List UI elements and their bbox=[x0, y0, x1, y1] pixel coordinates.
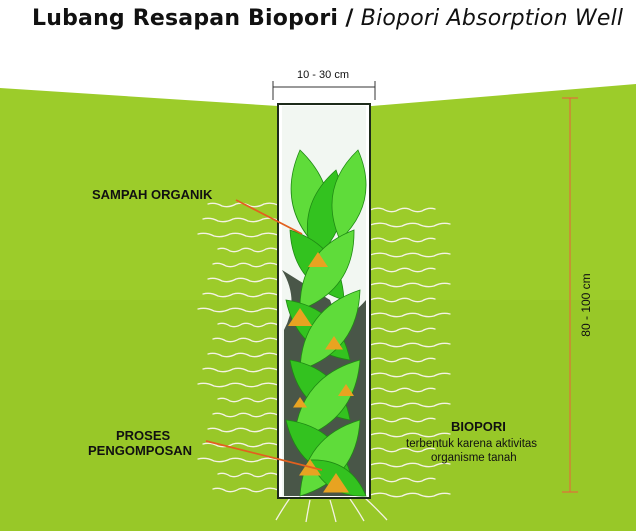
pore-line bbox=[369, 372, 451, 378]
pore-line bbox=[207, 352, 279, 358]
pore-line bbox=[369, 432, 451, 438]
pore-line bbox=[202, 292, 279, 298]
pore-line bbox=[202, 442, 279, 448]
root-line bbox=[329, 499, 337, 523]
title-separator: / bbox=[345, 6, 354, 31]
pore-line bbox=[207, 277, 279, 283]
pore-line bbox=[369, 402, 451, 408]
pore-line bbox=[217, 472, 279, 478]
pore-line bbox=[217, 247, 279, 253]
title-translation: Biopori Absorption Well bbox=[360, 6, 624, 31]
label-composting-2: PENGOMPOSAN bbox=[88, 443, 192, 458]
compost-bit bbox=[323, 473, 349, 493]
diagram-title: Lubang Resapan Biopori / Biopori Absorpt… bbox=[32, 6, 623, 31]
pore-line bbox=[369, 387, 436, 393]
pore-line bbox=[217, 397, 279, 403]
label-biopori-desc-2: organisme tanah bbox=[431, 452, 517, 464]
root-line bbox=[305, 499, 311, 523]
compost-bit bbox=[325, 336, 343, 350]
label-biopori-desc-1: terbentuk karena aktivitas bbox=[406, 438, 537, 450]
root-line bbox=[275, 497, 291, 521]
pore-line bbox=[369, 222, 451, 228]
pore-line bbox=[369, 312, 451, 318]
pore-line bbox=[369, 342, 451, 348]
pore-line bbox=[217, 322, 279, 328]
organic-waste-fill bbox=[282, 149, 367, 497]
width-dimension: 10 - 30 cm bbox=[272, 69, 376, 100]
compost-bit bbox=[308, 252, 328, 267]
pore-line bbox=[369, 357, 436, 363]
label-composting-1: PROSES bbox=[116, 428, 171, 443]
pore-line bbox=[369, 477, 436, 483]
depth-dimension: 80 - 100 cm bbox=[562, 97, 593, 493]
pore-line bbox=[197, 382, 279, 388]
pore-line bbox=[369, 417, 436, 423]
pore-line bbox=[212, 412, 279, 418]
soil-pores bbox=[197, 202, 451, 523]
pore-line bbox=[207, 427, 279, 433]
organic-pointer bbox=[235, 199, 303, 235]
pore-line bbox=[369, 207, 436, 213]
pore-line bbox=[212, 262, 279, 268]
pore-line bbox=[369, 282, 451, 288]
pore-line bbox=[202, 217, 279, 223]
compost-bits bbox=[288, 252, 354, 493]
root-line bbox=[349, 498, 365, 522]
pore-line bbox=[369, 252, 451, 258]
pore-line bbox=[369, 492, 451, 498]
root-line bbox=[364, 497, 388, 521]
pore-line bbox=[197, 232, 279, 238]
compost-bit bbox=[288, 308, 312, 326]
composting-pointer bbox=[205, 440, 323, 471]
compost-bit bbox=[338, 384, 354, 396]
title-main: Lubang Resapan Biopori bbox=[32, 6, 339, 31]
leaf bbox=[299, 419, 361, 497]
pore-line bbox=[202, 367, 279, 373]
label-organic-waste: SAMPAH ORGANIK bbox=[92, 187, 213, 202]
pore-line bbox=[212, 337, 279, 343]
pore-line bbox=[369, 327, 436, 333]
depth-label: 80 - 100 cm bbox=[579, 273, 593, 336]
pore-line bbox=[369, 237, 436, 243]
label-biopori-title: BIOPORI bbox=[451, 419, 506, 434]
pore-line bbox=[369, 297, 436, 303]
compost-bit bbox=[293, 397, 307, 408]
pore-line bbox=[369, 267, 436, 273]
width-label: 10 - 30 cm bbox=[297, 69, 349, 81]
pore-line bbox=[369, 462, 451, 468]
pore-line bbox=[369, 447, 436, 453]
pore-line bbox=[197, 307, 279, 313]
pore-line bbox=[212, 487, 279, 493]
pore-line bbox=[197, 457, 279, 463]
